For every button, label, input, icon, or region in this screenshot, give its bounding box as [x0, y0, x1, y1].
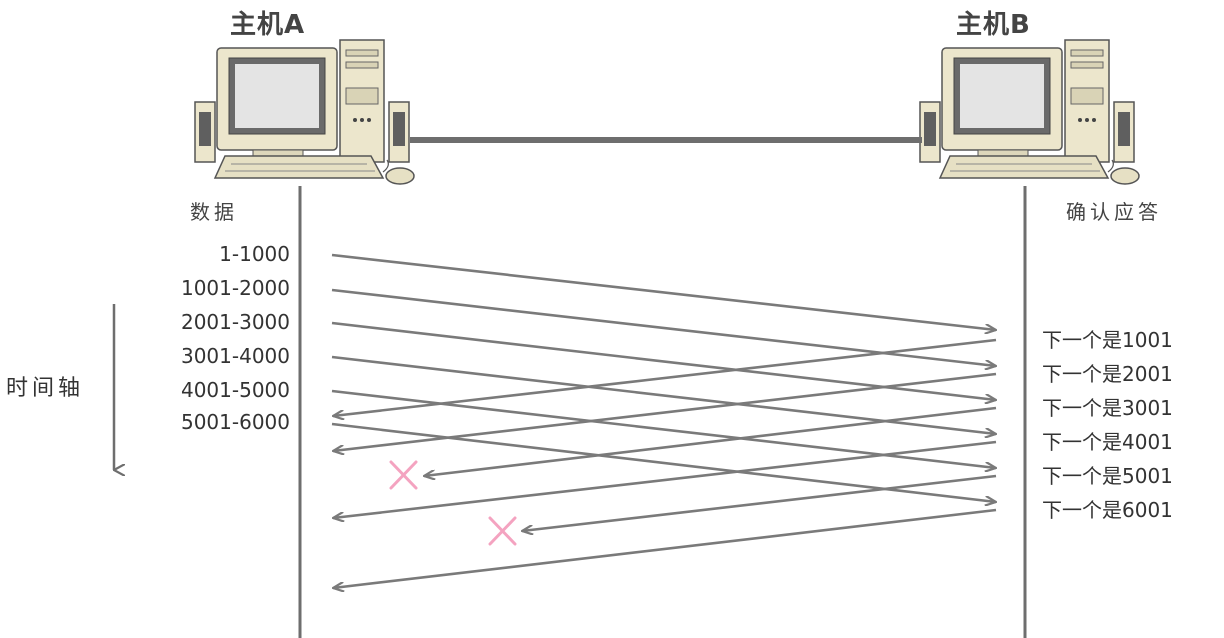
ack-arrow-lost [424, 406, 997, 476]
time-axis-label: 时间轴 [6, 376, 85, 401]
ack-arrow [333, 440, 997, 518]
host-a-computer-icon [194, 39, 415, 185]
segment-label: 4001-5000 [180, 378, 290, 402]
ack-arrow [333, 508, 997, 588]
ack-label: 下一个是3001 [1042, 396, 1173, 420]
host-b-computer-icon [919, 39, 1140, 185]
segment-label: 1-1000 [219, 242, 290, 266]
ack-label: 下一个是1001 [1042, 328, 1173, 352]
data-segment-arrow [331, 288, 996, 366]
host-b-label: 主机B [956, 10, 1031, 40]
segment-label: 1001-2000 [180, 276, 290, 300]
data-segment-arrow [331, 422, 996, 502]
ack-arrow [333, 372, 997, 451]
ack-label: 下一个是4001 [1042, 430, 1173, 454]
ack-label: 下一个是6001 [1042, 498, 1173, 522]
segment-label: 5001-6000 [180, 410, 290, 434]
host-a-label: 主机A [230, 10, 306, 40]
segment-label: 2001-3000 [180, 310, 290, 334]
data-segment-arrow [331, 321, 996, 400]
data-segment-arrow [331, 389, 996, 468]
loss-x-icon [389, 460, 418, 490]
ack-column-header: 确认应答 [1066, 200, 1162, 224]
segment-label: 3001-4000 [180, 344, 290, 368]
ack-label: 下一个是2001 [1042, 362, 1173, 386]
ack-arrow-lost [522, 474, 997, 531]
data-segment-arrow [331, 355, 996, 434]
ack-label: 下一个是5001 [1042, 464, 1173, 488]
data-column-header: 数据 [190, 200, 238, 224]
ack-arrow [333, 338, 997, 416]
loss-x-icon [488, 516, 517, 546]
data-segment-arrow [331, 253, 996, 330]
